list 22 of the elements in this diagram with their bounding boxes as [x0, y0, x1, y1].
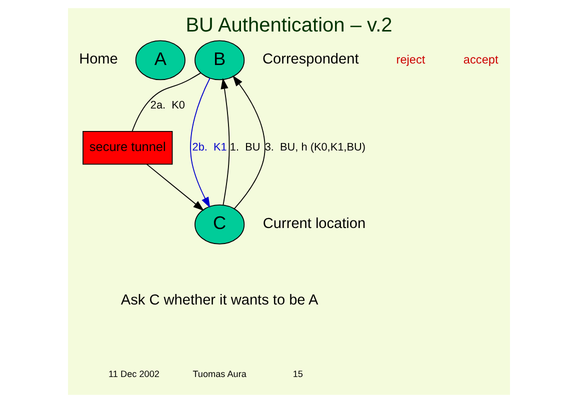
arrow: [232, 75, 265, 210]
arrow: [190, 78, 210, 208]
label: Tuomas Aura: [192, 369, 246, 380]
node-label: Correspondent: [262, 52, 358, 68]
label: 15: [292, 369, 302, 380]
label: reject: [396, 52, 425, 66]
edge-label: 2b. K1: [192, 142, 226, 154]
edge-label: 1. BU: [229, 142, 260, 154]
connector: [131, 72, 201, 132]
node-box: secure tunnel: [82, 130, 172, 165]
edge-label: 2a. K0: [150, 99, 184, 112]
label: Ask C whether it wants to be A: [120, 292, 318, 309]
arrow: [220, 78, 230, 206]
node-label: Home: [78, 52, 118, 68]
node-ellipse: A: [134, 40, 185, 80]
label: 11 Dec 2002: [108, 369, 159, 380]
arrow: [146, 164, 204, 211]
node-ellipse: B: [194, 40, 244, 80]
node-label: Current location: [262, 216, 366, 232]
diagram-title: BU Authentication – v.2: [185, 14, 392, 36]
label: accept: [462, 52, 498, 66]
node-ellipse: C: [194, 204, 244, 244]
